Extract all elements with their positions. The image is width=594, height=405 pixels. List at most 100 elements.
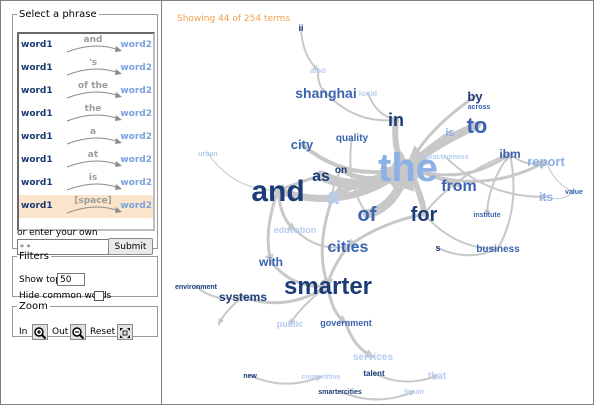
graph-word[interactable]: the <box>378 146 438 190</box>
zoom-in-button[interactable] <box>32 324 48 340</box>
graph-word[interactable]: quality <box>336 133 369 144</box>
zoom-in-icon <box>34 327 47 340</box>
graph-word[interactable]: in <box>388 110 404 130</box>
edges-layer <box>195 26 575 401</box>
arc-arrow-icon <box>66 45 122 53</box>
phrase-left-word: word1 <box>21 178 53 188</box>
graph-edge <box>325 92 398 124</box>
graph-word[interactable]: shanghai <box>295 85 356 101</box>
zoom-group: Zoom In Out Reset <box>12 301 158 340</box>
graph-edge <box>249 374 323 385</box>
graph-edge <box>423 213 500 252</box>
graph-edge <box>339 390 416 401</box>
graph-word[interactable]: and <box>251 175 304 208</box>
arc-arrow-icon <box>66 160 122 168</box>
graph-word[interactable]: attractiveness <box>421 154 468 161</box>
graph-word[interactable]: cities <box>328 239 369 256</box>
graph-word[interactable]: environment <box>175 284 218 291</box>
graph-word[interactable]: of <box>358 204 377 226</box>
show-top-input[interactable] <box>57 273 85 286</box>
graph-word[interactable]: value <box>565 189 583 196</box>
graph-word[interactable]: government <box>320 318 372 328</box>
filters-legend: Filters <box>19 251 49 262</box>
graph-word[interactable]: t <box>218 321 221 328</box>
graph-word[interactable]: ii <box>298 23 303 33</box>
phrase-right-word: word2 <box>120 132 152 142</box>
fit-screen-icon <box>120 328 130 338</box>
graph-word[interactable]: to <box>467 113 488 138</box>
graph-word[interactable]: ibm <box>499 147 520 161</box>
graph-word[interactable]: smartercities <box>318 389 362 396</box>
graph-edge <box>362 161 415 219</box>
graph-word[interactable]: services <box>353 352 393 363</box>
graph-word[interactable]: a <box>327 184 340 209</box>
graph-edge <box>437 246 500 257</box>
graph-edge <box>373 372 439 383</box>
graph-edge <box>444 155 548 200</box>
zoom-reset-button[interactable] <box>117 324 133 340</box>
graph-edge <box>207 153 279 193</box>
graph-word[interactable]: talent <box>363 369 385 378</box>
graph-word[interactable]: city <box>291 137 314 152</box>
graph-word[interactable]: forum <box>404 389 424 396</box>
graph-word[interactable]: on <box>335 165 347 176</box>
phrase-left-word: word1 <box>21 109 53 119</box>
graph-edge <box>330 164 411 199</box>
graph-word[interactable]: business <box>476 244 520 255</box>
graph-word[interactable]: s <box>435 243 440 253</box>
submit-button[interactable]: Submit <box>108 238 153 255</box>
arc-arrow-icon <box>66 91 122 99</box>
phrase-left-word: word1 <box>21 201 53 211</box>
graph-word[interactable]: report <box>527 154 565 169</box>
graph-word[interactable]: with <box>258 255 283 269</box>
zoom-out-button[interactable] <box>70 324 86 340</box>
phrase-left-word: word1 <box>21 40 53 50</box>
graph-word[interactable]: from <box>441 178 477 195</box>
graph-word[interactable]: public <box>277 319 304 329</box>
graph-edge <box>484 152 511 216</box>
graph-word[interactable]: systems <box>219 290 267 304</box>
graph-word[interactable]: by <box>467 89 483 104</box>
graph-edge <box>300 26 319 72</box>
graph-word[interactable]: smarter <box>284 273 372 300</box>
graph-word[interactable]: new <box>243 373 257 380</box>
graph-word[interactable]: also <box>310 66 326 75</box>
phrase-connector: the <box>84 104 102 114</box>
zoom-out-icon <box>72 327 85 340</box>
graph-word[interactable]: that <box>428 371 447 382</box>
phrase-connector: [space] <box>74 196 112 206</box>
graph-edge <box>218 295 244 325</box>
graph-word[interactable]: education <box>274 225 317 235</box>
arc-arrow-icon <box>66 183 122 191</box>
graph-word[interactable]: as <box>312 168 330 185</box>
graph-edge <box>545 160 575 193</box>
graph-word[interactable]: is <box>445 127 454 139</box>
hide-common-words-checkbox[interactable] <box>94 291 104 301</box>
graph-word[interactable]: its <box>539 190 553 204</box>
graph-word[interactable]: institute <box>473 212 500 219</box>
graph-edge <box>264 189 280 264</box>
phrase-option[interactable]: word1[space]word2 <box>19 195 153 218</box>
graph-edge <box>276 189 297 232</box>
graph-edge <box>406 152 512 177</box>
show-top-label: Show top: <box>19 275 64 285</box>
graph-word[interactable]: across <box>468 104 491 111</box>
graph-word[interactable]: for <box>411 204 438 226</box>
graph-edge <box>241 284 330 305</box>
graph-word[interactable]: local <box>359 89 377 98</box>
graph-word[interactable]: competitive <box>302 374 341 381</box>
phrase-right-word: word2 <box>120 155 152 165</box>
graph-word[interactable]: urban <box>198 151 217 158</box>
